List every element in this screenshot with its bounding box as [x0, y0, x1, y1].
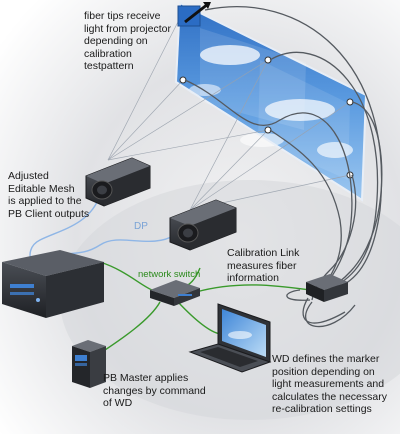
network-switch-device — [150, 280, 200, 306]
pb-master-device — [72, 340, 106, 388]
projector-1 — [85, 157, 151, 207]
wd-label: WD defines the marker position depending… — [272, 353, 387, 415]
projection-screen — [174, 1, 368, 202]
fiber-tip-icon — [177, 2, 211, 27]
adjusted-mesh-label: Adjusted Editable Mesh is applied to the… — [8, 170, 90, 220]
network-switch-label: network switch — [138, 269, 201, 280]
projector-2 — [169, 199, 237, 251]
pb-client-server — [2, 250, 104, 318]
network-cables — [99, 261, 311, 353]
fiber-cables — [184, 6, 383, 328]
dp-label: DP — [134, 221, 148, 232]
wd-laptop — [188, 303, 272, 373]
pb-master-label: PB Master applies changes by command of … — [103, 372, 206, 409]
calibration-link-label: Calibration Link measures fiber informat… — [227, 247, 300, 284]
calibration-link-device — [306, 274, 348, 302]
fiber-tips-label: fiber tips receive light from projector … — [84, 10, 171, 72]
